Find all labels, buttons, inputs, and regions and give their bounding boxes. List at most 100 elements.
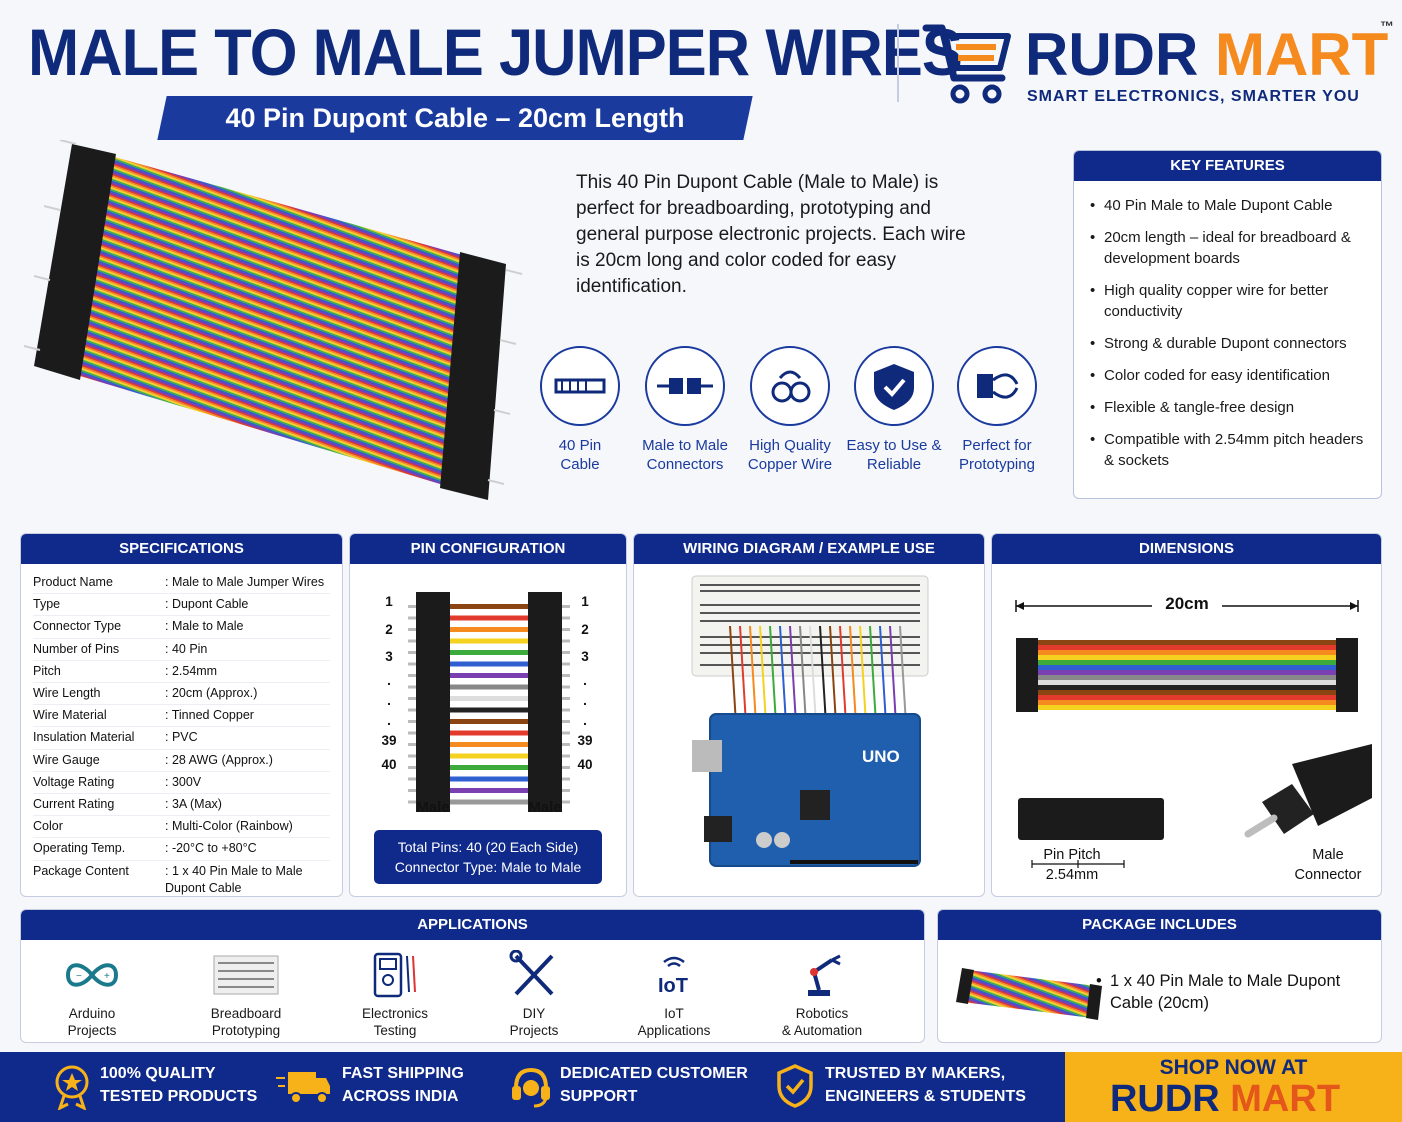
page-subtitle: 40 Pin Dupont Cable – 20cm Length xyxy=(225,103,685,133)
ribbon-cable-icon xyxy=(540,346,620,426)
spec-row: Wire Gauge: 28 AWG (Approx.) xyxy=(33,750,330,772)
pin-tip xyxy=(562,720,570,723)
dimension-wire xyxy=(1038,655,1336,660)
package-includes-panel: PACKAGE INCLUDES •1 x 40 Pin Male to Mal… xyxy=(937,909,1382,1043)
jumper-wire xyxy=(759,625,767,725)
pin-tip xyxy=(408,685,416,689)
dimension-wire xyxy=(1038,685,1336,690)
pin-wire xyxy=(450,788,528,793)
medal-icon xyxy=(55,1065,89,1110)
key-features-heading: KEY FEATURES xyxy=(1074,151,1381,181)
header-divider xyxy=(897,24,899,102)
intro-paragraph: This 40 Pin Dupont Cable (Male to Male) … xyxy=(576,172,966,297)
pin-wire xyxy=(450,604,528,609)
pin-wire xyxy=(450,730,528,736)
prototyping-icon xyxy=(957,346,1037,426)
page-title: MALE TO MALE JUMPER WIRES xyxy=(28,15,963,89)
pin-tip xyxy=(562,662,570,666)
pin-wire xyxy=(450,742,528,747)
dimension-wire xyxy=(1038,645,1336,650)
shopping-cart-icon xyxy=(922,24,1011,104)
pin-wire xyxy=(450,776,528,782)
dimension-wire xyxy=(1038,695,1336,700)
connector-icon xyxy=(645,346,725,426)
jumper-wire xyxy=(889,625,897,725)
right-connector-block xyxy=(528,592,562,812)
cable-bundle-image xyxy=(23,140,523,500)
left-connector-block xyxy=(416,592,450,812)
wiring-diagram-panel: WIRING DIAGRAM / EXAMPLE USE UNO xyxy=(633,533,985,897)
jumper-wire xyxy=(859,625,867,725)
shop-now-banner[interactable]: SHOP NOW AT RUDR MART xyxy=(1065,1052,1402,1122)
jumper-wire xyxy=(729,625,737,725)
svg-text:+: + xyxy=(104,971,110,982)
pin-tip xyxy=(562,685,570,689)
spec-row: Wire Material: Tinned Copper xyxy=(33,705,330,728)
pin-tip xyxy=(408,605,416,608)
spec-row: Connector Type: Male to Male xyxy=(33,616,330,639)
spec-row: Wire Length: 20cm (Approx.) xyxy=(33,683,330,706)
pin-tip xyxy=(562,731,570,735)
pin-tip xyxy=(562,605,570,608)
spec-row: Voltage Rating: 300V xyxy=(33,772,330,795)
pin-tip xyxy=(408,708,416,712)
right-pin-numbers: 1 2 3 . . . 39 40 xyxy=(577,594,593,772)
key-feature-item: 20cm length – ideal for breadboard & dev… xyxy=(1090,227,1365,269)
pin-diagram xyxy=(408,592,570,812)
jumper-wire xyxy=(769,625,777,725)
uno-label: UNO xyxy=(862,747,900,766)
key-feature-item: Color coded for easy identification xyxy=(1090,365,1365,386)
pin-tip xyxy=(408,720,416,723)
pin-tip xyxy=(562,789,570,792)
headset-icon xyxy=(512,1067,550,1108)
length-label: 20cm xyxy=(1165,594,1209,613)
dimension-wire xyxy=(1038,700,1336,705)
package-includes-heading: PACKAGE INCLUDES xyxy=(938,910,1381,940)
jumper-wire xyxy=(739,625,747,725)
key-features-panel: KEY FEATURES 40 Pin Male to Male Dupont … xyxy=(1073,150,1382,499)
application-item-robotics: Robotics& Automation xyxy=(762,950,882,1039)
specifications-panel: SPECIFICATIONS Product Name: Male to Mal… xyxy=(20,533,343,897)
brand-tagline: SMART ELECTRONICS, SMARTER YOU xyxy=(1027,88,1360,105)
pin-tip xyxy=(408,766,416,769)
dimension-wire xyxy=(1038,665,1336,670)
pin-tip xyxy=(408,616,416,620)
pin-wire xyxy=(450,707,528,713)
dimension-wire xyxy=(1038,660,1336,665)
pin-wire xyxy=(450,719,528,724)
shop-brand: RUDR MART xyxy=(1109,1078,1341,1120)
jumper-wire xyxy=(789,625,797,725)
pin-tip xyxy=(562,766,570,769)
spec-row: Current Rating: 3A (Max) xyxy=(33,794,330,817)
pin-tip xyxy=(562,651,570,654)
dimensions-heading: DIMENSIONS xyxy=(992,534,1381,564)
truck-icon xyxy=(276,1072,330,1104)
pin-tip xyxy=(408,628,416,631)
pin-wire xyxy=(450,650,528,655)
key-feature-item: Flexible & tangle-free design xyxy=(1090,397,1365,418)
copper-coil-icon xyxy=(750,346,830,426)
dimension-wire xyxy=(1038,670,1336,675)
pin-tip xyxy=(562,674,570,677)
jumper-wire xyxy=(749,625,757,725)
shield-icon xyxy=(777,1064,813,1108)
dimension-drawing xyxy=(1015,600,1372,868)
jumper-wire xyxy=(799,625,807,725)
wiring-illustration: UNO xyxy=(691,575,929,867)
key-feature-item: High quality copper wire for better cond… xyxy=(1090,280,1365,322)
pin-total-box: Total Pins: 40 (20 Each Side) Connector … xyxy=(374,830,602,884)
dimension-wire xyxy=(1038,650,1336,655)
pin-tip xyxy=(408,662,416,666)
pin-wire xyxy=(450,765,528,770)
connector-closeup xyxy=(1018,798,1164,840)
